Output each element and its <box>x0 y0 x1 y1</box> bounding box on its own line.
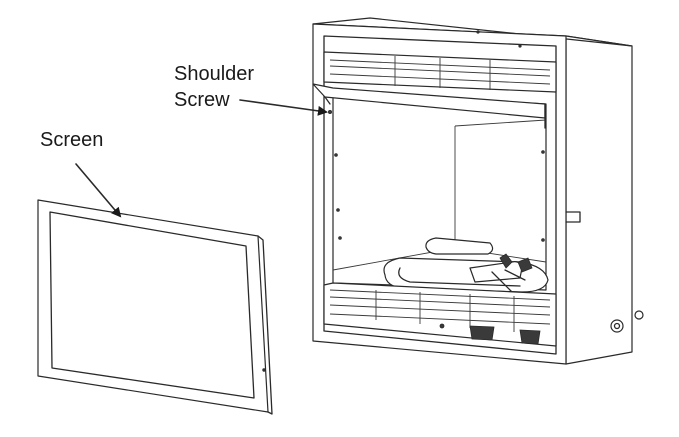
screen-panel <box>37 199 273 415</box>
insert-side-panel <box>565 35 633 365</box>
shoulder-screw-label-line1: Shoulder <box>174 63 255 85</box>
screen-inner-glass <box>49 211 255 399</box>
shoulder-screw-label-line2: Screw <box>174 89 230 111</box>
screen-label: Screen <box>40 129 104 151</box>
shoulder-screw-leader-arrow <box>239 99 328 116</box>
screen-outer-frame <box>37 199 269 413</box>
bottom-louver <box>323 282 557 347</box>
shoulder-screw-holes <box>327 110 545 242</box>
burner-assembly <box>383 237 549 293</box>
screen-leader-arrow <box>75 163 122 218</box>
fireplace-insert <box>312 17 644 365</box>
